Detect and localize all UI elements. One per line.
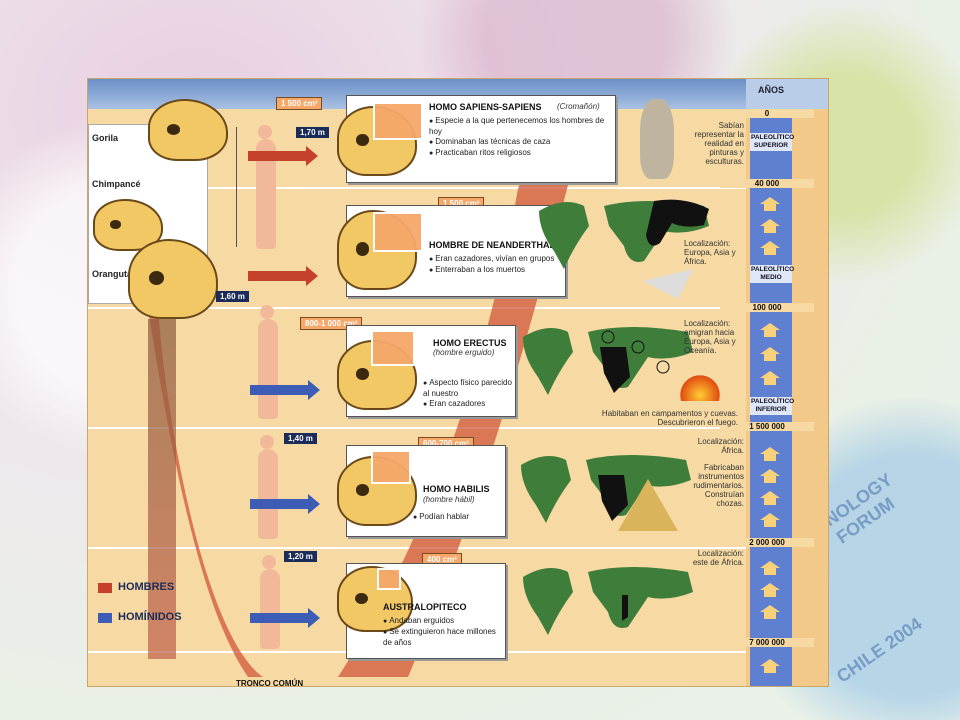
- species-note: Localización: emigran hacia Europa, Asia…: [684, 319, 736, 355]
- fact-item: Eran cazadores: [423, 399, 513, 410]
- gorilla-skull-icon: [148, 99, 228, 161]
- legend-hominidos: HOMÍNIDOS: [118, 611, 182, 623]
- brain-volume-icon: [371, 450, 411, 484]
- up-arrow-icon: [760, 219, 780, 233]
- trunk-label: TRONCO COMÚN: [236, 679, 304, 687]
- species-note: Localización: África.: [697, 437, 744, 455]
- height-badge: 1,40 m: [284, 433, 317, 444]
- up-arrow-icon: [760, 469, 780, 483]
- height-badge: 1,60 m: [216, 291, 249, 302]
- australopiteco-figure-icon: [260, 555, 280, 649]
- up-arrow-icon: [760, 513, 780, 527]
- year-label: 2 000 000: [720, 538, 814, 547]
- world-map-icon: [539, 199, 709, 269]
- arrow-hominidos: [250, 380, 320, 400]
- arrow-hombres: [248, 266, 318, 286]
- species-note: Localización: Europa, Asia y África.: [684, 239, 736, 266]
- ape-label-chimpance: Chimpancé: [92, 179, 141, 189]
- venus-figurine-icon: [640, 99, 674, 179]
- species-alt-name: (hombre hábil): [423, 495, 475, 504]
- ape-label-orangutan: Orangután: [92, 269, 138, 279]
- species-alt-name: (Cromañón): [557, 102, 600, 111]
- brain-volume-icon: [373, 212, 423, 252]
- arrow-hominidos: [250, 608, 320, 628]
- fact-item: Se extinguieron hace millones de años: [383, 627, 503, 648]
- species-note-2: Fabricaban instrumentos rudimentarios. C…: [693, 463, 744, 508]
- fact-item: Aspecto físico parecido al nuestro: [423, 378, 513, 399]
- legend-hombres: HOMBRES: [118, 581, 175, 593]
- world-map-icon: [521, 455, 691, 523]
- years-header: [746, 79, 828, 109]
- brain-volume-icon: [371, 330, 415, 366]
- species-card-erectus: HOMO ERECTUS (hombre erguido) Aspecto fí…: [337, 325, 516, 417]
- orangutan-skull-icon: [128, 239, 218, 319]
- period-paleolitico-superior: PALEOLÍTICO SUPERIOR: [750, 133, 795, 151]
- evolution-infographic: AÑOS 0 40 000 100 000 1 500 000 2 000 00…: [87, 78, 829, 687]
- up-arrow-icon: [760, 491, 780, 505]
- species-name: HOMBRE DE NEANDERTHAL: [429, 240, 555, 250]
- species-name: HOMO SAPIENS-SAPIENS: [429, 102, 542, 112]
- year-label: 100 000: [720, 303, 814, 312]
- species-name: HOMO ERECTUS: [433, 338, 507, 348]
- world-map-icon: [523, 567, 693, 635]
- species-note: Localización: este de África.: [692, 549, 744, 567]
- legend-red-arrow-icon: [98, 583, 112, 593]
- arrow-hominidos: [250, 494, 320, 514]
- band-divider: [88, 187, 746, 189]
- band-divider: [88, 427, 746, 429]
- up-arrow-icon: [760, 583, 780, 597]
- world-map-icon: [523, 327, 693, 395]
- species-alt-name: (hombre erguido): [433, 348, 495, 357]
- cranium-badge: 1 500 cm³: [276, 97, 323, 110]
- erectus-figure-icon: [258, 305, 278, 419]
- year-label: 1 500 000: [720, 422, 814, 431]
- fact-item: Dominaban las técnicas de caza: [429, 137, 609, 148]
- species-note: Sabían representar la realidad en pintur…: [694, 121, 744, 166]
- up-arrow-icon: [760, 347, 780, 361]
- fact-item: Enterraban a los muertos: [429, 265, 569, 276]
- fact-item: Eran cazadores, vivían en grupos: [429, 254, 569, 265]
- year-label: 0: [720, 109, 814, 118]
- fact-item: Practicaban ritos religiosos: [429, 148, 609, 159]
- fact-item: Especie a la que pertenecemos los hombre…: [429, 116, 609, 137]
- species-note-2: Habitaban en campamentos y cuevas. Descu…: [601, 409, 738, 427]
- species-card-neanderthal: HOMBRE DE NEANDERTHAL Eran cazadores, vi…: [337, 205, 569, 297]
- up-arrow-icon: [760, 659, 780, 673]
- band-divider: [88, 307, 746, 309]
- up-arrow-icon: [760, 371, 780, 385]
- years-title: AÑOS: [758, 85, 785, 95]
- sapiens-figure-icon: [256, 125, 276, 249]
- brain-volume-icon: [373, 102, 423, 140]
- brain-volume-icon: [377, 568, 401, 590]
- up-arrow-icon: [760, 323, 780, 337]
- habilis-figure-icon: [258, 435, 278, 539]
- height-scale-line: [236, 127, 237, 247]
- species-name: AUSTRALOPITECO: [383, 602, 467, 612]
- up-arrow-icon: [760, 447, 780, 461]
- height-badge: 1,70 m: [296, 127, 329, 138]
- up-arrow-icon: [760, 605, 780, 619]
- period-paleolitico-medio: PALEOLÍTICO MEDIO: [750, 265, 795, 283]
- legend-blue-arrow-icon: [98, 613, 112, 623]
- ape-label-gorila: Gorila: [92, 133, 119, 143]
- species-card-sapiens: HOMO SAPIENS-SAPIENS (Cromañón) Especie …: [337, 95, 616, 183]
- year-label: 7 000 000: [720, 638, 814, 647]
- arrow-hombres: [248, 146, 318, 166]
- species-card-habilis: HOMO HABILIS (hombre hábil) Podían habla…: [337, 445, 506, 537]
- ape-branch: [148, 319, 176, 659]
- up-arrow-icon: [760, 241, 780, 255]
- height-badge: 1,20 m: [284, 551, 317, 562]
- fact-item: Podían hablar: [413, 512, 503, 523]
- up-arrow-icon: [760, 561, 780, 575]
- species-card-australopiteco: AUSTRALOPITECO Andaban erguidos Se extin…: [337, 563, 506, 659]
- species-name: HOMO HABILIS: [423, 484, 490, 494]
- period-paleolitico-inferior: PALEOLÍTICO INFERIOR: [750, 397, 795, 415]
- fact-item: Andaban erguidos: [383, 616, 503, 627]
- fire-icon: [678, 371, 722, 401]
- up-arrow-icon: [760, 197, 780, 211]
- year-label: 40 000: [720, 179, 814, 188]
